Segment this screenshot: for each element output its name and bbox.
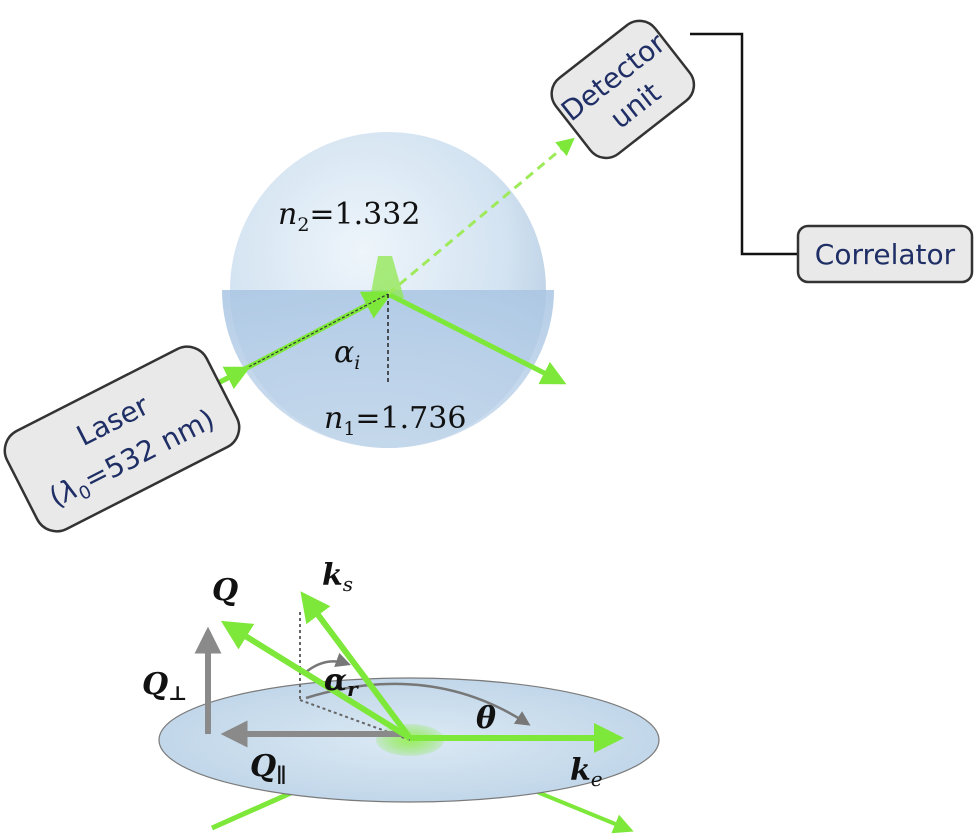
ke-label: ke [570,753,603,791]
q-label: Q [212,573,238,608]
theta-label: θ [476,701,496,736]
q-par-label: Q∥ [250,749,287,787]
n2-label: n2=1.332 [278,197,420,236]
scattered-beam [387,137,575,296]
evanescent-spot [370,256,404,298]
signal-cable [690,32,798,256]
alpha-i-label: αi [334,335,360,374]
alpha-r-label: αr [324,663,359,701]
incident-beam-arrow [216,366,251,390]
prism-hemisphere [222,290,554,448]
q-vector [220,620,412,741]
correlator-label: Correlator [815,238,956,271]
n1-label: n1=1.736 [324,401,466,440]
ks-label: ks [322,558,353,596]
laser-unit: Laser (λ0=532 nm) [3,345,241,533]
q-perp-label: Q⊥ [142,667,187,705]
ks-vector [300,591,413,740]
correlator-unit: Correlator [796,224,974,284]
alpha-r-arc [305,652,351,673]
reflected-beam [386,291,567,385]
detector-unit: Detector unit [550,19,696,160]
